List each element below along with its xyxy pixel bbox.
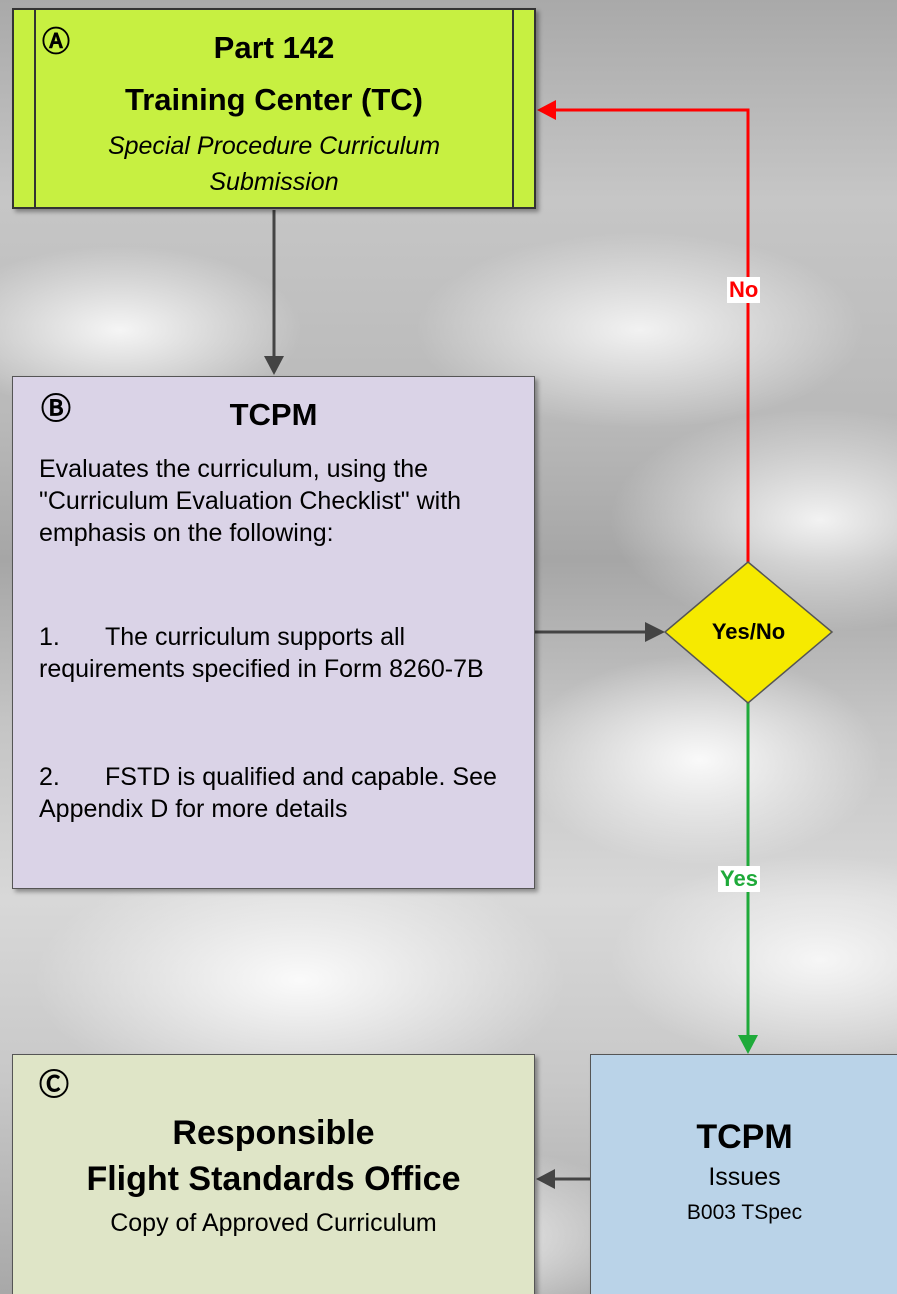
- arrowhead-d-to-c: [536, 1169, 555, 1189]
- box-b-item-2-num: 2.: [39, 763, 60, 791]
- box-d-title: TCPM: [696, 1118, 793, 1156]
- box-c-subtitle: Copy of Approved Curriculum: [110, 1209, 437, 1237]
- box-d-line2: B003 TSpec: [686, 1201, 803, 1224]
- flight-standards-office-box: Ⓒ Responsible Flight Standards Office Co…: [12, 1054, 535, 1294]
- decision-label: Yes/No: [711, 619, 786, 644]
- marker-b: Ⓑ: [41, 392, 71, 427]
- box-b-intro: Evaluates the curriculum, using the "Cur…: [39, 455, 462, 547]
- box-a-title-line1: Part 142: [213, 30, 335, 65]
- arrowhead-a-to-b: [264, 356, 284, 375]
- box-d-line1: Issues: [708, 1163, 781, 1191]
- marker-a: Ⓐ: [42, 25, 71, 58]
- tcpm-evaluation-box: Ⓑ TCPM Evaluates the curriculum, using t…: [12, 376, 535, 889]
- training-center-box: Ⓐ Part 142 Training Center (TC) Special …: [12, 8, 536, 209]
- arrowhead-no-path: [537, 100, 556, 120]
- marker-c: Ⓒ: [39, 1068, 69, 1103]
- yes-label: Yes: [718, 866, 760, 892]
- box-b-item-1-num: 1.: [39, 623, 60, 651]
- box-c-title-line2: Flight Standards Office: [86, 1160, 461, 1198]
- box-c-title-line1: Responsible: [172, 1114, 375, 1152]
- arrow-no-path: [553, 108, 750, 562]
- arrowhead-b-to-decision: [645, 622, 665, 642]
- arrowhead-yes-path: [738, 1035, 758, 1054]
- box-b-item-1: 1.The curriculum supports all requiremen…: [39, 621, 514, 685]
- box-a-right-bar: [512, 10, 534, 207]
- box-b-item-1-text: The curriculum supports all requirements…: [39, 623, 484, 683]
- box-a-left-bar: [14, 10, 36, 207]
- box-a-title-line2: Training Center (TC): [125, 82, 423, 117]
- box-a-subtitle: Special Procedure Curriculum Submission: [107, 132, 441, 196]
- tcpm-issues-box: TCPM Issues B003 TSpec: [590, 1054, 897, 1294]
- box-b-item-2-text: FSTD is qualified and capable. See Appen…: [39, 763, 497, 823]
- no-label: No: [727, 277, 761, 303]
- box-b-item-2: 2.FSTD is qualified and capable. See App…: [39, 761, 514, 825]
- box-b-title: TCPM: [229, 397, 318, 432]
- decision-diamond: [663, 561, 834, 704]
